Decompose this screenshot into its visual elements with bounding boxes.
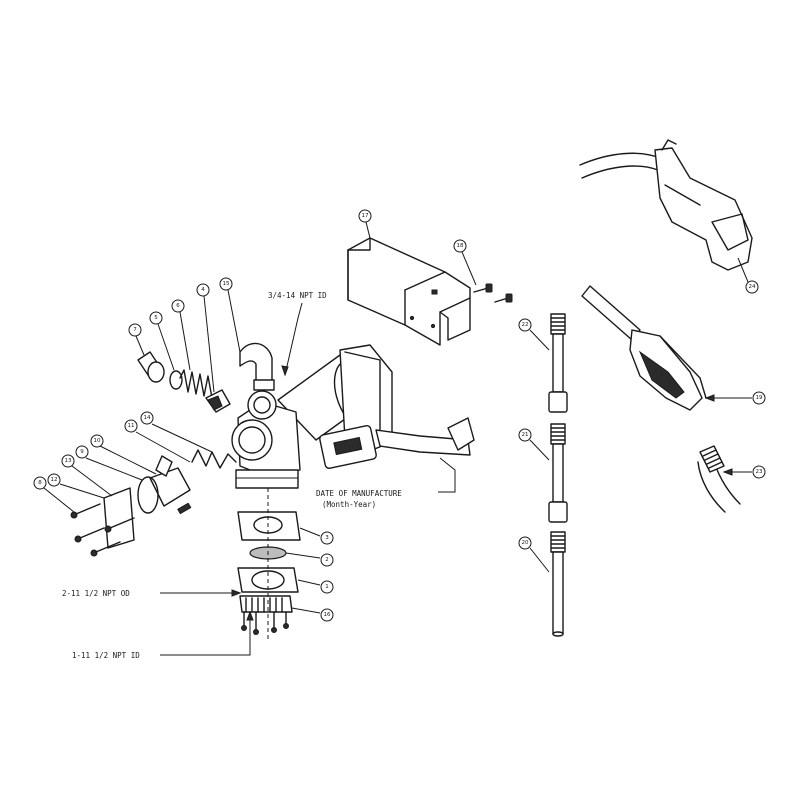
- part-bubble-3: [320, 531, 334, 545]
- inlet-cap: [135, 335, 165, 383]
- part-number-8: 8: [38, 480, 42, 486]
- rotor-cover: [59, 465, 135, 549]
- part-number-2: 2: [325, 557, 329, 563]
- part-bubble-22: [518, 318, 532, 332]
- part-number-12: 12: [51, 477, 58, 483]
- part-number-3: 3: [325, 535, 329, 541]
- part-number-21: 21: [522, 432, 529, 438]
- part-bubble-9: [75, 445, 89, 459]
- hose-extension-middle: [529, 423, 568, 523]
- bypass-spring: [179, 311, 213, 399]
- part-bubble-14: [140, 411, 154, 425]
- part-number-7: 7: [133, 327, 137, 333]
- part-bubble-2: [320, 553, 334, 567]
- part-bubble-23: [752, 465, 766, 479]
- part-bubble-15: [219, 277, 233, 291]
- part-bubble-12: [47, 473, 61, 487]
- part-number-16: 16: [324, 612, 331, 618]
- npt-od-label: 2-11 1/2 NPT OD: [62, 589, 130, 598]
- inlet-strainer-base: [239, 595, 321, 635]
- part-number-24: 24: [749, 284, 756, 290]
- part-bubble-5: [149, 311, 163, 325]
- part-bubble-7: [128, 323, 142, 337]
- part-number-14: 14: [144, 415, 151, 421]
- part-bubble-19: [752, 391, 766, 405]
- part-number-15: 15: [223, 281, 230, 287]
- part-number-6: 6: [176, 303, 180, 309]
- part-number-11: 11: [128, 423, 135, 429]
- part-number-10: 10: [94, 438, 101, 444]
- part-number-13: 13: [65, 458, 72, 464]
- part-bubble-21: [518, 428, 532, 442]
- rotor-shaft: [151, 423, 237, 469]
- inlet-flange: [237, 567, 321, 593]
- hose-extension-upper: [529, 313, 568, 413]
- elbow-fitting: [227, 289, 275, 391]
- part-bubble-13: [61, 454, 75, 468]
- pump-housing: [231, 390, 301, 489]
- bypass-poppet: [203, 295, 231, 413]
- part-bubble-4: [196, 283, 210, 297]
- part-number-17: 17: [362, 213, 369, 219]
- part-bubble-18: [453, 239, 467, 253]
- hose-extension-lower: [529, 531, 566, 637]
- automatic-nozzle-top: [579, 139, 753, 283]
- part-number-20: 20: [522, 540, 529, 546]
- month-year-label: (Month-Year): [322, 500, 376, 509]
- delivery-hose: [697, 445, 752, 513]
- o-ring: [157, 323, 183, 390]
- npt-id-bottom-leader: [160, 612, 251, 656]
- part-bubble-17: [358, 209, 372, 223]
- part-number-19: 19: [756, 395, 763, 401]
- part-bubble-8: [33, 476, 47, 490]
- date-of-manufacture-label: DATE OF MANUFACTURE: [316, 489, 402, 498]
- inlet-flange-plate: [237, 511, 321, 541]
- part-bubble-16: [320, 608, 334, 622]
- part-bubble-10: [90, 434, 104, 448]
- date-leader: [438, 457, 456, 493]
- part-number-22: 22: [522, 322, 529, 328]
- part-number-9: 9: [80, 449, 84, 455]
- inlet-gasket: [249, 546, 321, 560]
- part-bubble-24: [745, 280, 759, 294]
- bracket-bolts: [461, 251, 513, 303]
- part-number-23: 23: [756, 469, 763, 475]
- cover-screws: [43, 487, 135, 557]
- npt-id-bottom-label: 1-11 1/2 NPT ID: [72, 651, 140, 660]
- part-bubble-20: [518, 536, 532, 550]
- part-number-1: 1: [325, 584, 329, 590]
- manual-nozzle: [581, 285, 752, 411]
- part-bubble-6: [171, 299, 185, 313]
- mounting-bracket: [347, 221, 471, 346]
- rotor-cover-gasket: [85, 457, 159, 514]
- part-number-18: 18: [457, 243, 464, 249]
- part-number-5: 5: [154, 315, 158, 321]
- part-number-4: 4: [201, 287, 205, 293]
- motor-assembly: [277, 344, 475, 469]
- rotor: [99, 445, 192, 515]
- npt-top-label: 3/4-14 NPT ID: [268, 291, 327, 300]
- part-bubble-11: [124, 419, 138, 433]
- part-bubble-1: [320, 580, 334, 594]
- npt-top-leader: [284, 302, 303, 376]
